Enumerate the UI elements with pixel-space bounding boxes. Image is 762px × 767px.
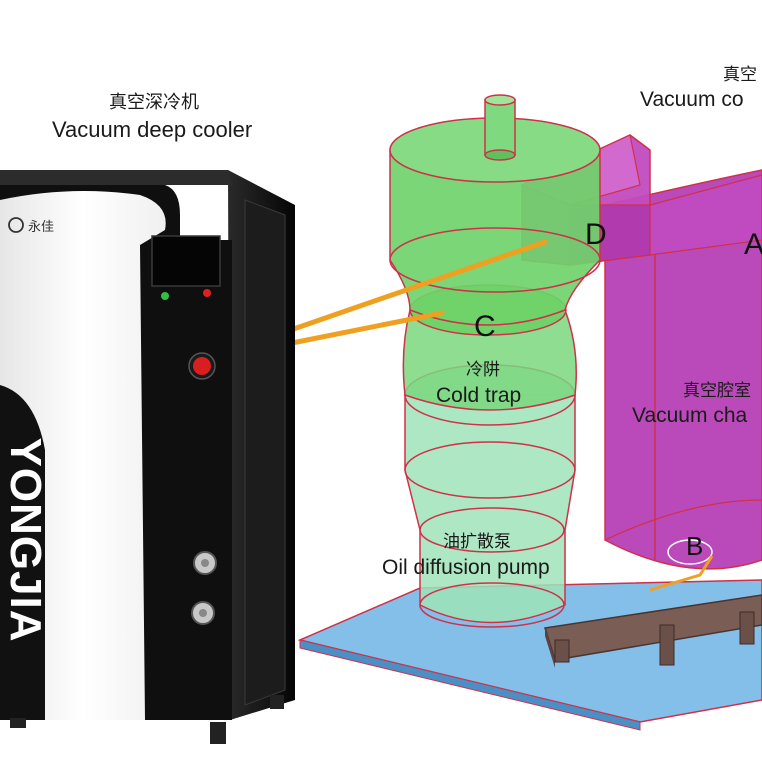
red-indicator-icon: [203, 289, 211, 297]
label-b: B: [686, 531, 704, 561]
pump-label-zh: 油扩散泵: [443, 532, 511, 552]
vertical-brand-text: YONGJIA: [1, 437, 50, 643]
cooler-title-en: Vacuum deep cooler: [52, 117, 253, 142]
top-right-label-en: Vacuum co: [640, 88, 744, 111]
emergency-stop-icon: [193, 357, 211, 375]
green-indicator-icon: [161, 292, 169, 300]
vacuum-deep-cooler-cabinet: [0, 170, 295, 744]
chamber-label-zh: 真空腔室: [683, 381, 751, 401]
refrigerant-pipes: [279, 239, 548, 348]
label-d: D: [585, 218, 607, 251]
pump-label-en: Oil diffusion pump: [382, 556, 550, 579]
label-a: A: [744, 228, 762, 261]
brand-logo-icon: [8, 217, 24, 233]
cooler-title-zh: 真空深冷机: [109, 92, 199, 113]
cold-trap-label-en: Cold trap: [436, 384, 522, 407]
cold-trap: [389, 94, 601, 411]
chamber-label-en: Vacuum cha: [632, 404, 748, 427]
label-c: C: [474, 310, 496, 343]
support-rail: [544, 594, 762, 668]
brand-logo-text: 永佳: [28, 220, 55, 235]
cold-trap-label-zh: 冷阱: [466, 360, 500, 380]
top-right-label-zh: 真空: [723, 65, 757, 85]
